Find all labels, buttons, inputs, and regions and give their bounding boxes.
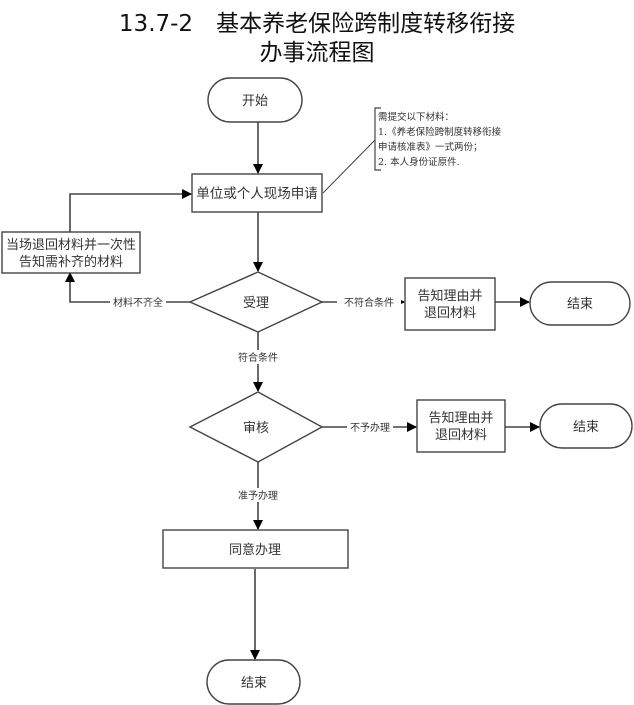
end1-terminal [529, 281, 631, 326]
title-line-2: 办事流程图 [259, 40, 375, 66]
end1-label: 结束 [567, 297, 593, 312]
edge-label-incomplete: 材料不齐全 [113, 296, 163, 309]
edge-label-deny: 不予办理 [350, 421, 390, 434]
review-label: 审核 [243, 421, 269, 436]
end2-terminal [539, 403, 633, 449]
reject1-box [404, 277, 496, 331]
edge-label-qualified: 符合条件 [238, 351, 278, 364]
review-diamond [188, 391, 324, 463]
edge-label-not-qualified: 不符合条件 [344, 296, 394, 309]
end3-terminal [206, 659, 301, 705]
reject1-label-2: 退回材料 [424, 306, 476, 321]
edge-label-grant: 准予办理 [238, 489, 278, 502]
apply-box [191, 173, 323, 213]
accept-diamond [188, 271, 324, 333]
accept-label: 受理 [243, 296, 269, 311]
return-label-2: 告知需补齐的材料 [19, 254, 123, 270]
reject2-box [416, 399, 506, 453]
end2-label: 结束 [573, 420, 599, 435]
annotation-line-1: 需提交以下材料： [378, 111, 454, 123]
reject1-label-1: 告知理由并 [417, 288, 482, 304]
reject2-label-1: 告知理由并 [428, 410, 493, 426]
annotation-bracket [374, 107, 381, 171]
annotation-line-2: 1.《养老保险跨制度转移衔接 [378, 126, 502, 138]
title-line-1: 13.7-2 基本养老保险跨制度转移衔接 [118, 11, 516, 37]
annotation-connector [322, 139, 376, 194]
return-materials-box [1, 231, 141, 274]
annotation-line-3: 申请核准表》一式两份； [378, 141, 483, 153]
end3-label: 结束 [241, 676, 267, 691]
approve-label: 同意办理 [229, 542, 281, 558]
edge-return-apply [69, 189, 192, 232]
start-terminal [207, 77, 303, 123]
apply-label: 单位或个人现场申请 [196, 186, 318, 202]
reject2-label-2: 退回材料 [435, 428, 487, 443]
start-label: 开始 [242, 94, 268, 109]
approve-box [162, 529, 349, 569]
annotation-line-4: 2. 本人身份证原件. [378, 156, 460, 168]
return-label-1: 当场退回材料并一次性 [6, 237, 136, 253]
